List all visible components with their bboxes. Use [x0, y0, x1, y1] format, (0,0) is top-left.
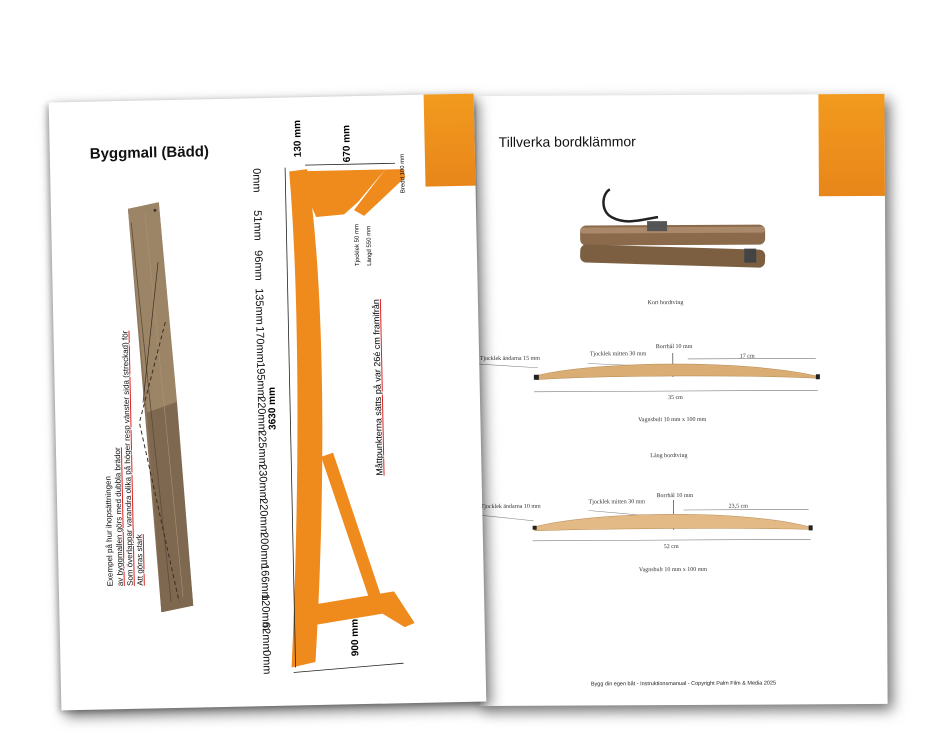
right-page: Tillverka bordklämmor Kort bordtving Tjo… — [476, 93, 888, 707]
long-clamp-diagram — [478, 500, 813, 542]
short-bolt: Vagnsbult 10 mm x 100 mm — [638, 416, 707, 424]
mm-label: 225mm — [255, 430, 269, 467]
short-total-length: 35 cm — [667, 394, 683, 402]
long-clamp-heading: Lång bordtving — [650, 452, 688, 460]
mm-label: 220mm — [257, 497, 270, 535]
mm-label: 220mm — [254, 396, 268, 433]
page-title-right: Tillverka bordklämmor — [498, 133, 636, 150]
plank-note: Exempel på hur ihopsättningen av byggmal… — [100, 330, 145, 587]
orange-corner-tab — [818, 93, 885, 197]
mm-label-column: 0mm 51mm 96mm 135mm 170mm 195mm 220mm 22… — [49, 94, 474, 675]
page-title-left: Byggmall (Bädd) — [89, 143, 210, 163]
short-thickness-ends: Tjocklek ändarna 15 mm — [479, 355, 540, 363]
dim-top-width: 130 mm — [292, 119, 304, 158]
dim-brace-width: Bredd 100 mm — [399, 153, 407, 194]
long-bolt: Vagnsbult 10 mm x 100 mm — [638, 566, 708, 574]
long-thickness-mid: Tjocklek mitten 30 mm — [588, 499, 646, 506]
mm-label: 62mm — [259, 621, 273, 653]
short-thickness-mid: Tjocklek mitten 30 mm — [589, 351, 647, 358]
dim-brace-length: Längd 550 mm — [366, 225, 374, 266]
mm-label: 0mm — [260, 649, 273, 675]
short-half-length: 17 cm — [739, 353, 755, 360]
left-page: Byggmall (Bädd) Exempel på hur ihopsättn… — [48, 93, 487, 711]
plank-photo — [127, 202, 194, 613]
long-hole: Borrhål 10 mm — [656, 492, 694, 500]
mm-label: 195mm — [254, 362, 267, 399]
short-clamp-diagram — [477, 353, 820, 393]
dim-bottom-width: 900 mm — [349, 618, 362, 657]
long-half-length: 23,5 cm — [728, 503, 748, 510]
long-thickness-ends: Tjocklek ändarna 10 mm — [480, 503, 541, 511]
template-frame — [284, 162, 415, 673]
long-total-length: 52 cm — [663, 544, 679, 551]
dim-height: 3630 mm — [266, 386, 279, 431]
mm-label: 170mm — [253, 326, 267, 363]
mm-label: 96mm — [251, 250, 265, 281]
mm-label: 230mm — [256, 463, 270, 501]
short-hole: Borrhål 10 mm — [655, 343, 693, 351]
dim-brace-thickness: Tjocklek 50 mm — [354, 224, 362, 267]
page-footer: Bygg din egen båt - Instruktionsmanual -… — [590, 680, 777, 688]
dim-upper-span: 670 mm — [341, 124, 353, 163]
mm-label: 51mm — [250, 210, 264, 241]
mm-label: 0mm — [250, 168, 263, 193]
mm-label: 135mm — [252, 288, 266, 325]
clamp-photo — [580, 188, 766, 268]
short-clamp-heading: Kort bordtving — [647, 299, 684, 307]
